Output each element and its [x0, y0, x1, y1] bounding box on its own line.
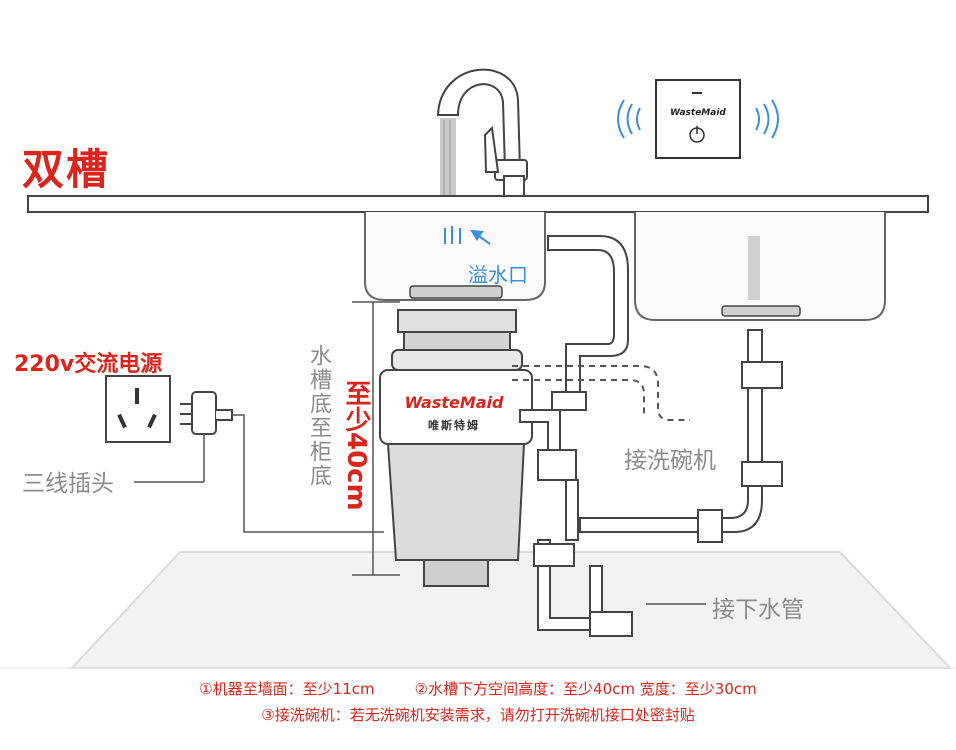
- height-label: 水槽底至柜底: [306, 344, 331, 488]
- page-title: 双槽: [22, 145, 111, 194]
- power-label: 220v交流电源: [14, 352, 163, 377]
- dishwasher-label: 接洗碗机: [624, 448, 716, 474]
- power-cord: [232, 414, 384, 533]
- brand-name-cn: 唯斯特姆: [428, 419, 480, 432]
- left-sink-basin: [364, 212, 546, 301]
- height-dimension: [352, 301, 400, 576]
- discharge-piping: [519, 235, 783, 637]
- power-socket-icon: [105, 375, 171, 443]
- notes-row-1: ①机器至墙面：至少11cm ②水槽下方空间高度：至少40cm 宽度：至少30cm: [0, 676, 956, 702]
- overflow-label: 溢水口: [468, 263, 528, 287]
- overflow-indicator: [444, 226, 491, 245]
- dishwasher-hose: [512, 365, 690, 421]
- min-height-label: 至少40cm: [341, 380, 371, 511]
- switch-brand-logo: WasteMaid: [670, 108, 726, 118]
- note-3: ③接洗碗机：若无洗碗机安装需求，请勿打开洗碗机接口处密封贴: [261, 706, 695, 724]
- note-2: ②水槽下方空间高度：至少40cm 宽度：至少30cm: [414, 680, 757, 698]
- note-1: ①机器至墙面：至少11cm: [199, 680, 375, 698]
- brand-logo: WasteMaid: [404, 393, 504, 412]
- drain-label: 接下水管: [712, 597, 804, 623]
- plug-icon: [180, 391, 233, 435]
- plug-label: 三线插头: [22, 471, 114, 497]
- cabinet-floor: [69, 551, 953, 669]
- water-stream: [440, 118, 456, 198]
- disposer-unit: [379, 309, 533, 587]
- faucet-icon: [436, 68, 528, 197]
- wireless-switch-icon: [617, 79, 779, 159]
- countertop: [27, 195, 929, 213]
